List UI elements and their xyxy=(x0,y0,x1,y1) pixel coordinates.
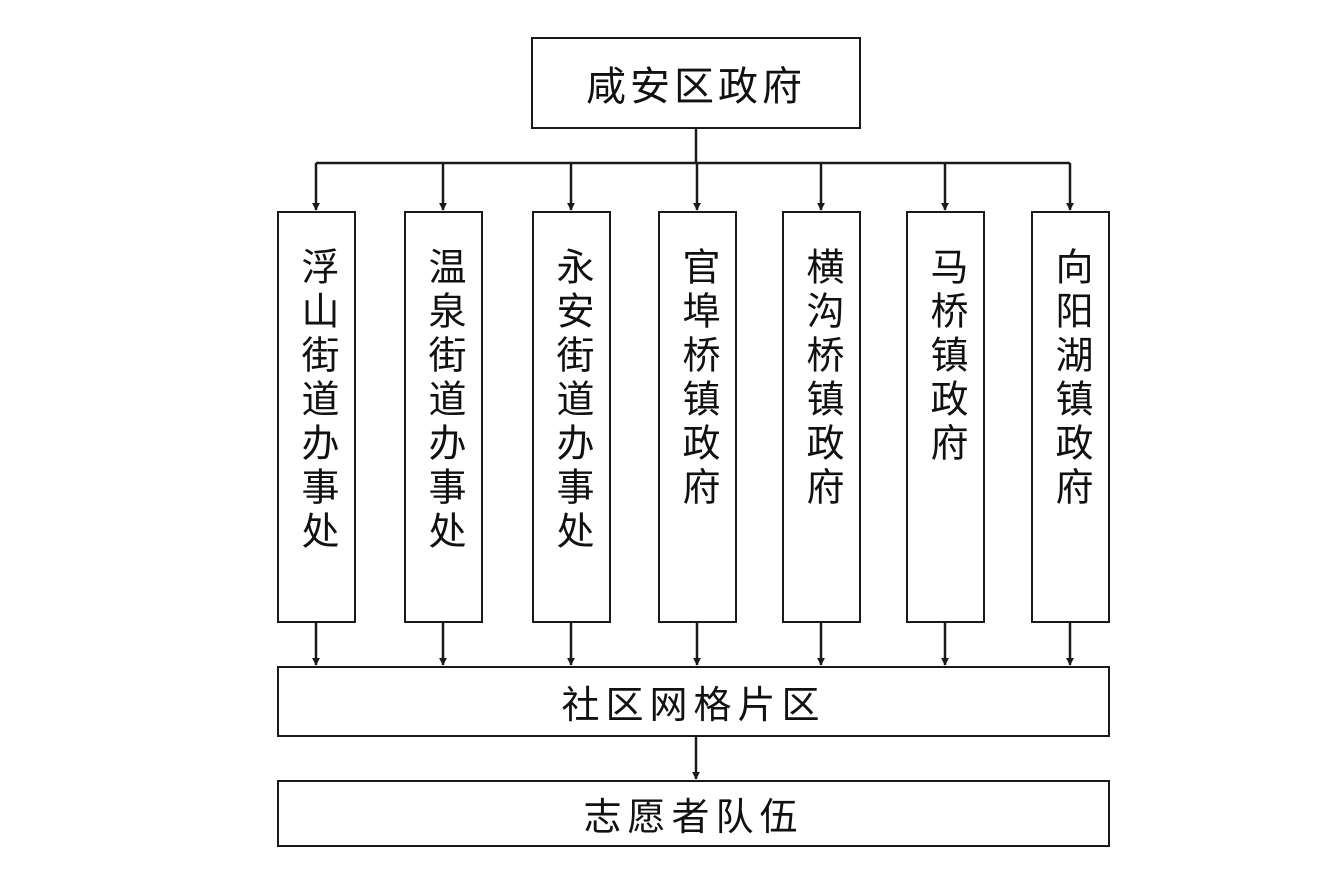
node-unit-fushan: 浮山街道办事处 xyxy=(277,211,356,623)
unit-label: 马桥镇政府 xyxy=(924,247,968,467)
node-unit-guanbuqiao: 官埠桥镇政府 xyxy=(658,211,737,623)
unit-label: 横沟桥镇政府 xyxy=(800,247,844,511)
unit-label: 浮山街道办事处 xyxy=(295,247,339,555)
node-district-government-label: 咸安区政府 xyxy=(586,64,806,110)
node-community-grid: 社区网格片区 xyxy=(277,666,1110,737)
node-volunteer-team: 志愿者队伍 xyxy=(277,780,1110,847)
node-unit-henggouqiao: 横沟桥镇政府 xyxy=(782,211,861,623)
node-volunteer-team-label: 志愿者队伍 xyxy=(583,795,804,839)
node-community-grid-label: 社区网格片区 xyxy=(561,683,826,727)
node-unit-wenquan: 温泉街道办事处 xyxy=(404,211,483,623)
node-unit-yongan: 永安街道办事处 xyxy=(532,211,611,623)
unit-label: 永安街道办事处 xyxy=(550,247,594,555)
unit-label: 温泉街道办事处 xyxy=(422,247,466,555)
node-district-government: 咸安区政府 xyxy=(531,37,861,129)
unit-label: 向阳湖镇政府 xyxy=(1049,247,1093,511)
node-unit-maqiao: 马桥镇政府 xyxy=(906,211,985,623)
unit-label: 官埠桥镇政府 xyxy=(676,247,720,511)
node-unit-xiangyanghu: 向阳湖镇政府 xyxy=(1031,211,1110,623)
